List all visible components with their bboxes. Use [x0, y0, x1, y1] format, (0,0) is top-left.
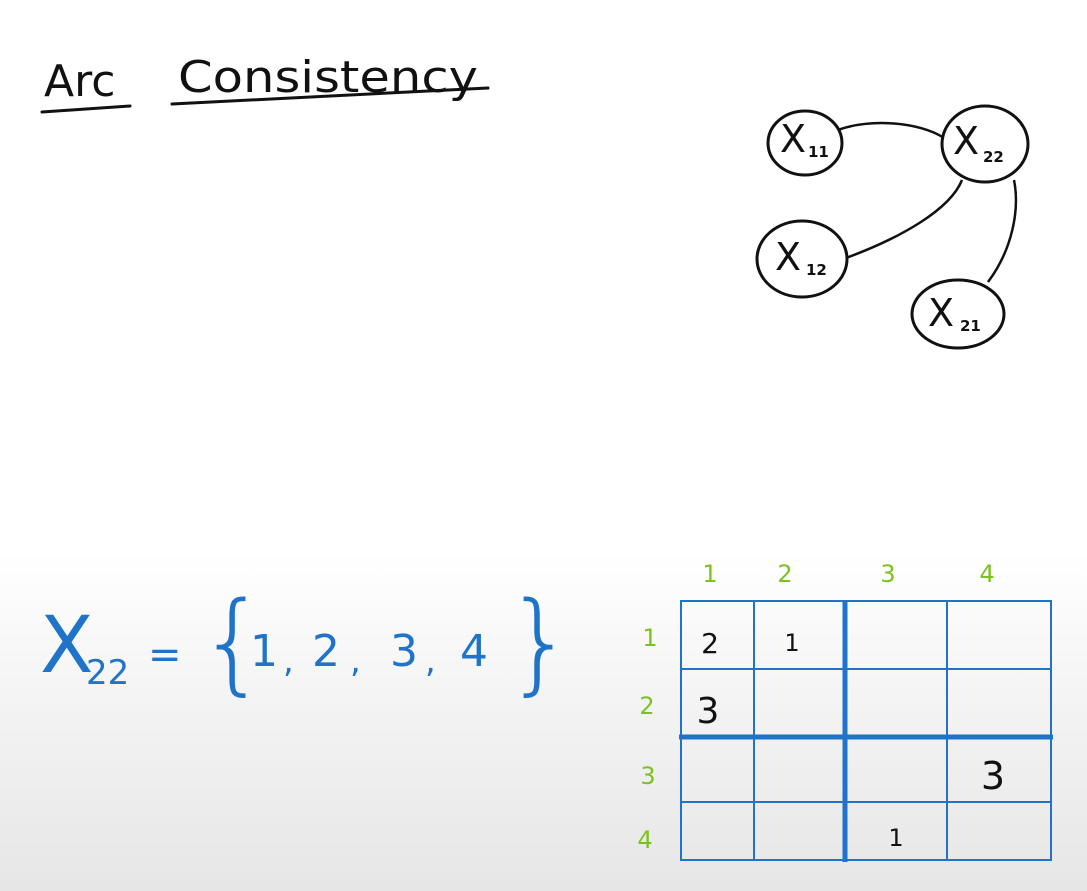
row-label: 3 [640, 762, 655, 790]
row-label: 1 [642, 624, 657, 652]
grid-cell-r3c4: 3 [981, 754, 1005, 798]
domain-separator: , [283, 641, 294, 681]
column-label: 4 [979, 560, 994, 588]
grid-cell-r1c1: 2 [701, 627, 719, 660]
domain-subscript: 22 [86, 653, 129, 693]
domain-close-brace: } [505, 578, 575, 706]
domain-equals: = [148, 632, 182, 678]
column-label: 1 [702, 560, 717, 588]
graph-node-x12: X 12 [755, 219, 849, 299]
node-letter: X [780, 117, 806, 161]
domain-open-brace: { [198, 578, 268, 706]
node-subscript: 11 [808, 143, 829, 161]
grid-cell-r2c1: 3 [697, 691, 720, 732]
grid-border [680, 600, 1052, 861]
domain-variable: X [40, 601, 93, 691]
grid-cell-r1c2: 1 [784, 629, 799, 657]
grid-column-labels: 1 2 3 4 [702, 560, 994, 588]
constraint-graph: X 11 X 22 X 12 X 21 [755, 104, 1030, 350]
title: Arc Consistency [40, 52, 490, 114]
column-label: 2 [777, 560, 792, 588]
domain-separator: , [350, 641, 361, 681]
edge-x11-x22 [837, 121, 945, 140]
grid-row-labels: 1 2 3 4 [637, 624, 657, 854]
domain-separator: , [425, 641, 436, 681]
domain-expression: X 22 = { 1 , 2 , 3 , 4 } [40, 578, 575, 706]
domain-value-3: 3 [390, 626, 418, 677]
domain-value-1: 1 [250, 626, 278, 677]
graph-node-x11: X 11 [766, 109, 844, 177]
edge-x12-x22 [845, 179, 964, 260]
column-label: 3 [880, 560, 895, 588]
node-circle [940, 104, 1030, 184]
title-underline-consistency [170, 86, 490, 106]
sudoku-grid: 1 2 3 4 1 2 3 4 2 1 3 3 [637, 560, 1053, 862]
node-subscript: 12 [806, 261, 827, 279]
node-subscript: 21 [960, 317, 981, 335]
edge-x21-x22 [986, 179, 1018, 283]
domain-value-2: 2 [312, 626, 340, 677]
title-word-arc: Arc [44, 56, 115, 107]
domain-value-4: 4 [460, 626, 488, 677]
title-word-consistency: Consistency [178, 52, 478, 103]
node-letter: X [775, 235, 801, 279]
graph-node-x21: X 21 [910, 278, 1006, 350]
row-label: 2 [639, 692, 654, 720]
grid-cells: 2 1 3 3 1 [697, 627, 1006, 852]
node-circle [910, 278, 1006, 350]
node-letter: X [928, 291, 954, 335]
node-subscript: 22 [983, 148, 1004, 166]
graph-node-x22: X 22 [940, 104, 1030, 184]
node-circle [766, 109, 844, 177]
node-circle [755, 219, 849, 299]
node-letter: X [953, 119, 979, 163]
grid-cell-r4c3: 1 [888, 824, 903, 852]
title-underline-arc [40, 104, 132, 114]
row-label: 4 [637, 826, 652, 854]
